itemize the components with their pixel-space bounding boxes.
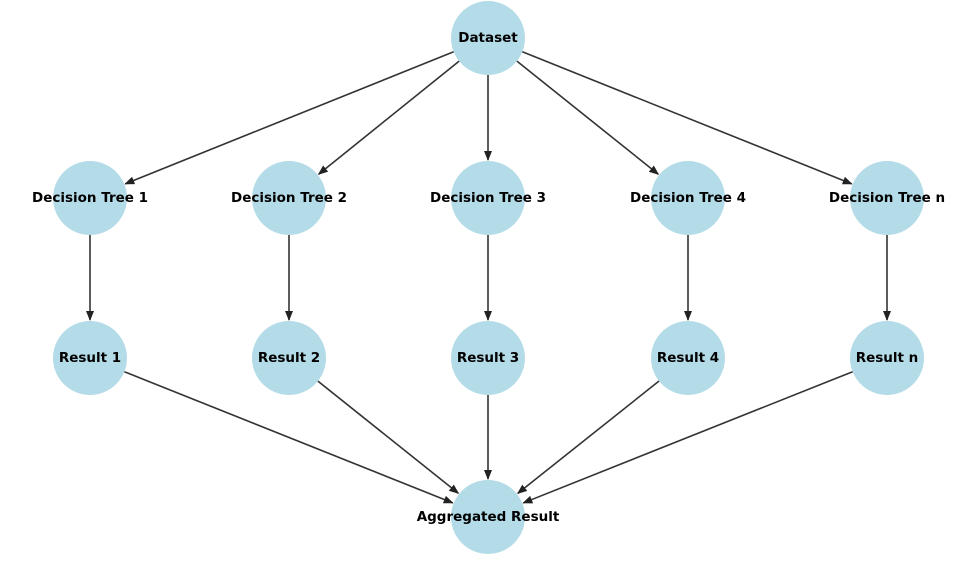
- edge-dataset-to-tree2: [317, 60, 460, 175]
- node-label-tree3: Decision Tree 3: [430, 190, 546, 206]
- node-dataset: Dataset: [451, 1, 525, 75]
- node-circle-tree4: [651, 161, 725, 235]
- node-label-tree2: Decision Tree 2: [231, 190, 347, 206]
- node-circle-tree1: [53, 161, 127, 235]
- node-label-resultn: Result n: [856, 350, 919, 366]
- node-tree3: Decision Tree 3: [430, 161, 546, 235]
- edge-resultn-to-aggregated: [522, 370, 853, 504]
- node-circle-result1: [53, 321, 127, 395]
- node-result1: Result 1: [53, 321, 127, 395]
- node-circle-tree3: [451, 161, 525, 235]
- edge-dataset-to-tree4: [516, 60, 660, 175]
- node-tree4: Decision Tree 4: [630, 161, 746, 235]
- edge-result4-to-aggregated: [516, 380, 660, 494]
- edge-result1-to-aggregated: [124, 370, 454, 504]
- node-result3: Result 3: [451, 321, 525, 395]
- node-aggregated: Aggregated Result: [417, 480, 560, 554]
- node-result2: Result 2: [252, 321, 326, 395]
- node-circle-treen: [850, 161, 924, 235]
- node-circle-result3: [451, 321, 525, 395]
- node-label-result1: Result 1: [59, 350, 121, 366]
- node-treen: Decision Tree n: [829, 161, 945, 235]
- node-circle-dataset: [451, 1, 525, 75]
- node-label-result2: Result 2: [258, 350, 320, 366]
- edge-result2-to-aggregated: [317, 380, 460, 494]
- node-tree1: Decision Tree 1: [32, 161, 148, 235]
- node-label-dataset: Dataset: [458, 30, 518, 46]
- node-tree2: Decision Tree 2: [231, 161, 347, 235]
- node-label-aggregated: Aggregated Result: [417, 509, 560, 525]
- node-label-tree4: Decision Tree 4: [630, 190, 746, 206]
- edge-dataset-to-tree1: [124, 51, 454, 185]
- node-circle-tree2: [252, 161, 326, 235]
- node-circle-resultn: [850, 321, 924, 395]
- node-result4: Result 4: [651, 321, 725, 395]
- node-circle-aggregated: [451, 480, 525, 554]
- node-circle-result4: [651, 321, 725, 395]
- node-resultn: Result n: [850, 321, 924, 395]
- edge-dataset-to-treen: [522, 51, 853, 185]
- node-label-treen: Decision Tree n: [829, 190, 945, 206]
- node-circle-result2: [252, 321, 326, 395]
- node-label-result3: Result 3: [457, 350, 519, 366]
- node-label-tree1: Decision Tree 1: [32, 190, 148, 206]
- node-label-result4: Result 4: [657, 350, 719, 366]
- edges-layer: [86, 51, 891, 504]
